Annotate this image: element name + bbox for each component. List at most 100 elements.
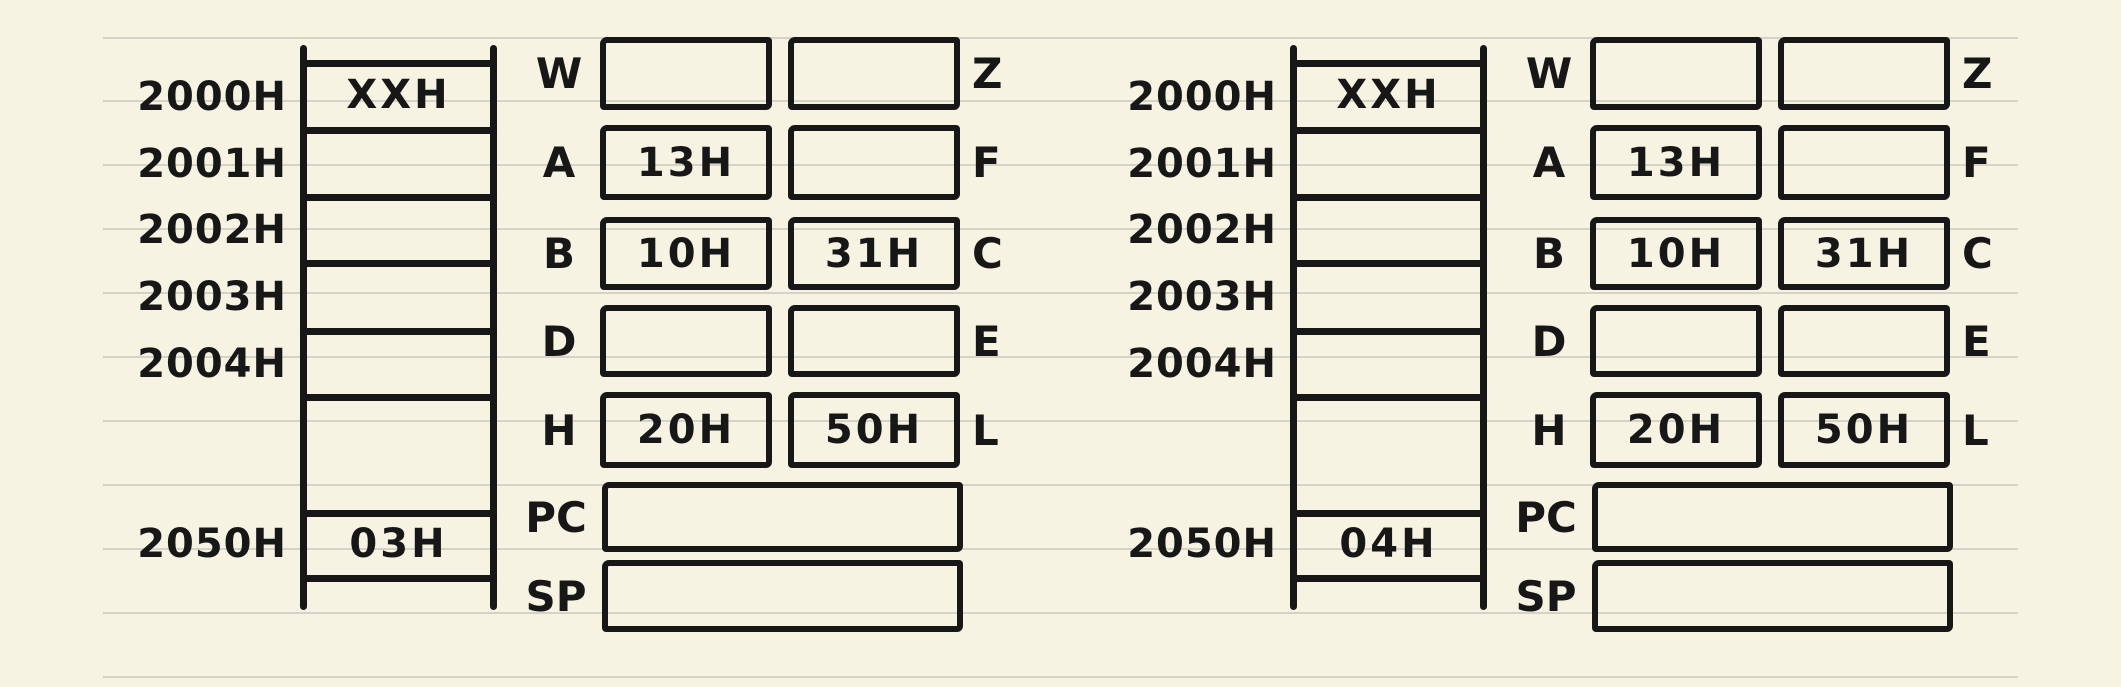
register-label-w: W <box>535 49 583 98</box>
register-label-z: Z <box>972 49 1003 98</box>
memory-address-label: 2003H <box>137 274 287 320</box>
memory-address-label: 2003H <box>1127 274 1277 320</box>
memory-cell-divider <box>300 194 497 201</box>
register-label-a: A <box>542 138 576 187</box>
register-box-z <box>788 37 960 110</box>
memory-cell-divider <box>1290 260 1487 267</box>
ruled-line <box>103 37 2018 39</box>
register-label-e: E <box>972 316 1001 366</box>
register-box-sp <box>602 560 963 632</box>
register-label-f: F <box>972 138 1001 187</box>
register-label-z: Z <box>1962 49 1993 98</box>
register-box-b: 10H <box>1590 217 1762 290</box>
ruled-line <box>103 100 2018 102</box>
register-label-sp: SP <box>1515 571 1577 621</box>
register-label-l: L <box>972 405 999 455</box>
register-label-h: H <box>541 405 577 455</box>
memory-ladder-rail <box>1290 45 1297 610</box>
memory-address-label: 2001H <box>137 140 287 187</box>
register-label-a: A <box>1532 138 1566 187</box>
register-label-w: W <box>1525 49 1573 98</box>
register-label-d: D <box>541 316 577 366</box>
memory-address-label: 2004H <box>137 341 287 387</box>
memory-cell-value <box>307 331 490 394</box>
memory-cell-divider <box>1290 394 1487 401</box>
memory-cell-divider <box>1290 194 1487 201</box>
register-box-c: 31H <box>788 217 960 290</box>
memory-cell-value: XXH <box>346 72 451 118</box>
memory-cell-divider <box>300 510 497 517</box>
memory-address-label: 2000H <box>137 73 287 120</box>
memory-cell-divider <box>300 127 497 134</box>
memory-cell-divider <box>300 60 497 67</box>
register-box-c: 31H <box>1778 217 1950 290</box>
register-label-f: F <box>1962 138 1991 187</box>
ruled-line <box>103 484 2018 486</box>
register-box-f <box>788 125 960 200</box>
memory-cell-value <box>1297 197 1480 260</box>
memory-ladder-rail <box>300 45 307 610</box>
register-box-w <box>1590 37 1762 110</box>
ruled-line <box>103 612 2018 614</box>
ruled-line <box>103 420 2018 422</box>
register-box-d <box>1590 305 1762 377</box>
register-label-c: C <box>1962 229 1993 278</box>
register-box-pc <box>1592 482 1953 552</box>
memory-cell-divider <box>300 575 497 582</box>
ruled-line <box>103 164 2018 166</box>
register-label-pc: PC <box>1515 492 1577 542</box>
register-box-h: 20H <box>600 392 772 468</box>
register-label-l: L <box>1962 405 1989 455</box>
register-label-c: C <box>972 229 1003 278</box>
register-box-l: 50H <box>788 392 960 468</box>
register-box-pc <box>602 482 963 552</box>
ruled-line <box>103 228 2018 230</box>
memory-cell-value <box>307 130 490 194</box>
memory-address-label: 2002H <box>1127 207 1277 253</box>
memory-address-label: 2050H <box>1127 521 1277 567</box>
memory-address-label: 2001H <box>1127 140 1277 187</box>
register-label-h: H <box>1531 405 1567 455</box>
register-box-d <box>600 305 772 377</box>
memory-cell-divider <box>300 260 497 267</box>
register-box-a: 13H <box>600 125 772 200</box>
memory-address-label: 2002H <box>137 207 287 253</box>
memory-cell-value <box>307 263 490 328</box>
register-label-pc: PC <box>525 492 587 542</box>
ruled-line <box>103 356 2018 358</box>
ruled-line <box>103 292 2018 294</box>
register-box-w <box>600 37 772 110</box>
register-label-d: D <box>1531 316 1567 366</box>
memory-address-label <box>1090 397 1277 513</box>
memory-cell-value <box>1297 130 1480 194</box>
register-box-z <box>1778 37 1950 110</box>
register-box-h: 20H <box>1590 392 1762 468</box>
register-label-b: B <box>1532 229 1565 278</box>
memory-address-label <box>100 397 287 513</box>
register-box-b: 10H <box>600 217 772 290</box>
register-label-e: E <box>1962 316 1991 366</box>
memory-cell-value: XXH <box>1336 72 1441 118</box>
memory-cell-divider <box>1290 127 1487 134</box>
ruled-line <box>103 676 2018 678</box>
memory-address-label: 2050H <box>137 521 287 567</box>
memory-cell-value <box>1297 263 1480 328</box>
memory-address-label: 2004H <box>1127 341 1277 387</box>
memory-cell-value <box>307 397 490 510</box>
memory-cell-value: 03H <box>349 521 448 567</box>
register-box-e <box>1778 305 1950 377</box>
memory-cell-divider <box>1290 328 1487 335</box>
memory-cell-value: 04H <box>1339 521 1438 567</box>
memory-cell-divider <box>1290 60 1487 67</box>
memory-ladder-rail <box>490 45 497 610</box>
memory-address-label: 2000H <box>1127 73 1277 120</box>
register-box-e <box>788 305 960 377</box>
register-memory-diagram-1: 2000H 2001H 2002H 2003H 2004H 2050H XXH … <box>100 37 1003 632</box>
register-box-f <box>1778 125 1950 200</box>
register-box-a: 13H <box>1590 125 1762 200</box>
memory-cell-divider <box>300 394 497 401</box>
register-box-sp <box>1592 560 1953 632</box>
register-box-l: 50H <box>1778 392 1950 468</box>
memory-cell-value <box>1297 331 1480 394</box>
